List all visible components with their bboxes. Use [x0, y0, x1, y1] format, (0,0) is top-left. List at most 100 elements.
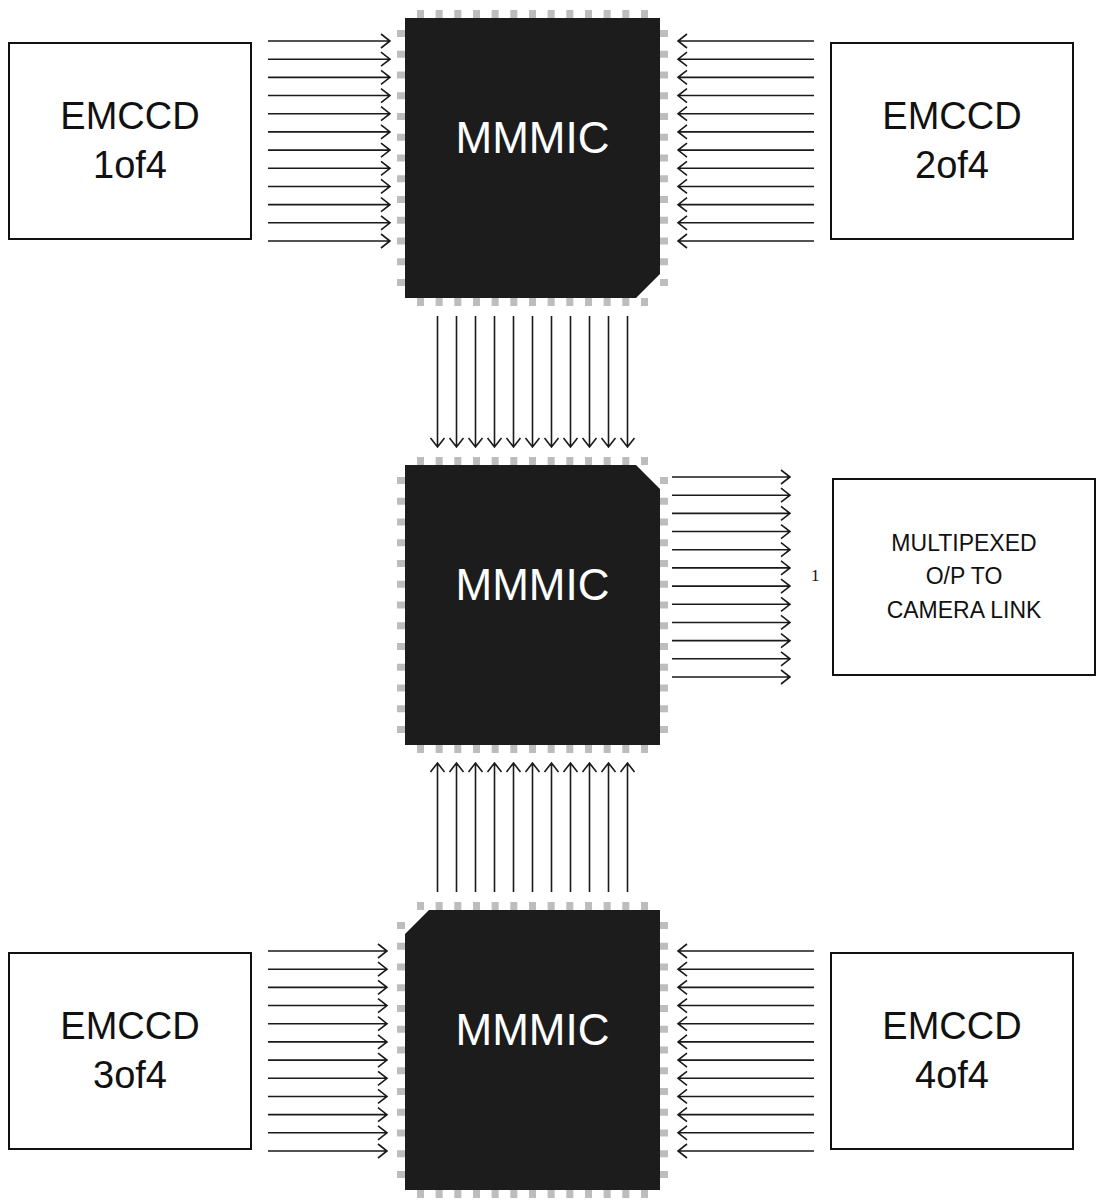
chip-pin [641, 902, 648, 910]
chip-pin [397, 622, 405, 629]
chip-pin [397, 726, 405, 733]
chip-pin [660, 134, 668, 141]
chip-outline [405, 910, 660, 1190]
chip-pin [397, 1067, 405, 1074]
chip-pin [473, 745, 480, 753]
chip-pin [473, 902, 480, 910]
chip-pin [492, 10, 499, 18]
chip-pin [436, 298, 443, 306]
chip-pin [510, 10, 517, 18]
chip-pin [397, 1005, 405, 1012]
chip-pin [660, 72, 668, 79]
block-box: MULTIPEXED O/P TO CAMERA LINK [832, 478, 1096, 676]
block-label: EMCCD 4of4 [872, 1002, 1032, 1101]
chip-pins [397, 902, 668, 1198]
chip-pin [492, 1190, 499, 1198]
chip-pin [660, 1005, 668, 1012]
chip-pin [660, 1150, 668, 1157]
chip-pin [622, 902, 629, 910]
chip-pin [604, 10, 611, 18]
chip-pin [604, 902, 611, 910]
chip-pin [548, 902, 555, 910]
chip-pin [660, 1109, 668, 1116]
chip-pin [660, 155, 668, 162]
chip-pin [660, 1130, 668, 1137]
chip-pin [660, 964, 668, 971]
chip-outline [405, 18, 660, 298]
chip-pin [660, 258, 668, 265]
chip-pin [566, 1190, 573, 1198]
chip-pin [473, 1190, 480, 1198]
chip-pin [397, 92, 405, 99]
chip-pin [566, 10, 573, 18]
block-box: EMCCD 1of4 [8, 42, 252, 240]
chip-pin [397, 258, 405, 265]
chip-pin [397, 1150, 405, 1157]
chip-pin [548, 10, 555, 18]
chip-pin [397, 1047, 405, 1054]
chip-pin [397, 560, 405, 567]
signal-bus [268, 34, 390, 248]
chip-pin [566, 902, 573, 910]
chip-pin [492, 902, 499, 910]
block-label: EMCCD 1of4 [50, 92, 210, 191]
chip-pin [660, 581, 668, 588]
chip-pin [473, 457, 480, 465]
chip-pin [397, 1171, 405, 1178]
chip-pin [473, 10, 480, 18]
chip-pin [660, 705, 668, 712]
chip-pin [660, 175, 668, 182]
chip-pin [566, 745, 573, 753]
chip-pin [510, 902, 517, 910]
chip-pin [492, 298, 499, 306]
chip-pin [604, 745, 611, 753]
chip-pin [660, 685, 668, 692]
chip-pin [660, 196, 668, 203]
chip-pin [397, 72, 405, 79]
chip-pin [454, 1190, 461, 1198]
chip-pin [660, 539, 668, 546]
chip-pin [660, 622, 668, 629]
chip-pin [397, 51, 405, 58]
chip-pin [397, 113, 405, 120]
chip-pin [585, 1190, 592, 1198]
signal-bus [431, 763, 635, 892]
chip-pin [397, 217, 405, 224]
chip-pin [585, 745, 592, 753]
chip-pin [660, 726, 668, 733]
chip-pin [641, 1190, 648, 1198]
chip-pin [492, 457, 499, 465]
chip-pin [454, 745, 461, 753]
chip-pin [397, 943, 405, 950]
chip-pin [548, 457, 555, 465]
chip-pin [529, 10, 536, 18]
chip-label: MMMIC [456, 560, 610, 610]
chip-pin [454, 10, 461, 18]
chip-pin [529, 457, 536, 465]
chip-pin [529, 298, 536, 306]
chip-pin [622, 745, 629, 753]
chip-pin [585, 902, 592, 910]
block-label: EMCCD 2of4 [872, 92, 1032, 191]
chip-pin [397, 984, 405, 991]
chip-pin [641, 745, 648, 753]
chip-pin [397, 519, 405, 526]
chip-pin [585, 457, 592, 465]
signal-bus [678, 944, 814, 1158]
block-label: EMCCD 3of4 [50, 1002, 210, 1101]
chip-pin [417, 745, 424, 753]
block-box: EMCCD 2of4 [830, 42, 1074, 240]
chip-pin [660, 279, 668, 286]
chip-pin [604, 298, 611, 306]
chip-pin [436, 457, 443, 465]
chip-pin [660, 51, 668, 58]
chip-pin [492, 745, 499, 753]
chip-pin [660, 1047, 668, 1054]
chip-pin [660, 943, 668, 950]
chip-pin [417, 457, 424, 465]
chip-pin [510, 745, 517, 753]
chip-pin [548, 298, 555, 306]
chip-pin [566, 298, 573, 306]
chip-pin [660, 519, 668, 526]
chip-pin [529, 745, 536, 753]
